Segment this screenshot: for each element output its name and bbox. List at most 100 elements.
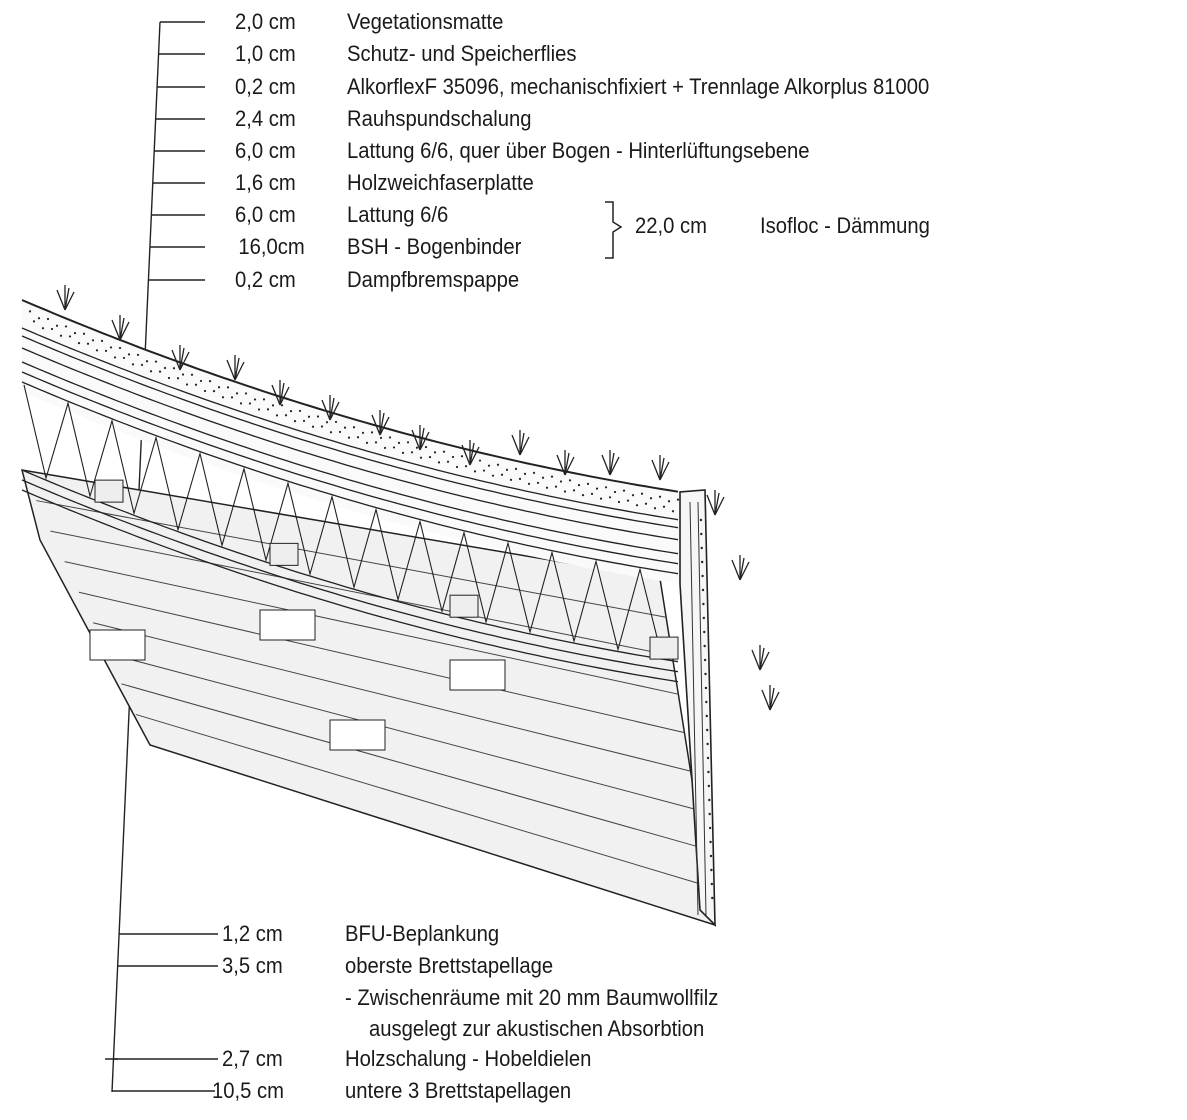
substrate-dot [158,370,162,373]
layer-thickness: 1,0 cm [235,41,296,66]
substrate-dot [568,479,572,482]
grass-tuft [461,440,480,466]
substrate-dot [104,349,108,352]
substrate-dot [32,320,36,323]
grass-tuft [321,395,340,421]
substrate-dot [289,410,293,413]
grass-tuft [731,555,750,581]
layer-material: Lattung 6/6, quer über Bogen - Hinterlüf… [347,138,810,163]
layer-material: Holzschalung - Hobeldielen [345,1046,592,1071]
substrate-dot [446,460,450,463]
batten-block [449,659,506,691]
substrate-dot [541,476,545,479]
layer-fill [22,300,680,584]
layer-thickness: 6,0 cm [235,202,296,227]
substrate-dot [577,484,581,487]
layer-line [21,327,679,521]
layer-material: BFU-Beplankung [345,921,500,946]
substrate-dot [613,490,617,494]
substrate-dot [280,404,284,407]
arch-beam-section [649,636,679,660]
substrate-dot [424,445,428,449]
layer-material: Schutz- und Speicherflies [347,41,577,66]
substrate-dot [374,441,378,444]
batten-block [329,719,386,751]
substrate-dot [397,441,401,444]
grass-tuft [226,355,245,381]
roof-edge-face [679,489,716,927]
substrate-dot [338,430,342,434]
edge-line [697,501,707,916]
layer-material: untere 3 Brettstapellagen [345,1078,572,1103]
substrate-dot [700,546,703,550]
layer-line [21,299,679,493]
substrate-dot [131,363,135,366]
substrate-dot [91,339,95,342]
batten-block [259,609,316,641]
substrate-dot [455,465,459,469]
substrate-dot [275,414,279,417]
substrate-dot [311,425,315,428]
board-line [121,683,703,849]
substrate-dot [523,472,527,475]
substrate-dot [604,486,608,489]
substrate-dot [581,494,585,497]
board-line [36,500,667,618]
substrate-dot [365,441,369,444]
substrate-dot [68,335,72,338]
layer-line [21,479,679,673]
substrate-dot [707,770,710,774]
edge-line [689,501,699,916]
substrate-dot [590,492,594,495]
substrate-dot [644,502,648,505]
substrate-dot [149,370,153,373]
grass-tuft [601,450,620,476]
board-line [92,622,691,772]
substrate-dot [307,415,311,418]
substrate-dot [95,349,99,352]
leader-lines [105,21,218,1093]
substrate-dot [154,360,158,363]
substrate-dot [428,455,432,459]
substrate-dot [383,446,387,450]
substrate-dot [708,798,711,802]
substrate-dot [505,468,509,471]
substrate-dot [226,386,230,389]
roof-layers [21,299,684,683]
substrate-dot [437,461,441,464]
substrate-dot [59,334,63,337]
substrate-dot [701,574,704,578]
layer-line [21,361,679,555]
board-line [64,561,679,695]
substrate-dot [626,499,630,502]
substrate-dot [329,431,333,434]
substrate-dot [658,495,662,498]
substrate-dot [705,714,708,718]
substrate-dot [55,324,59,327]
substrate-dot [113,356,117,359]
substrate-dot [347,436,351,439]
substrate-dot [356,436,360,439]
layer-thickness: 2,0 cm [235,9,296,34]
substrate-dot [77,341,81,345]
substrate-dot [710,882,714,886]
substrate-dot [221,396,225,399]
substrate-dot [244,392,248,395]
substrate-dot [176,377,180,380]
board-line [107,652,697,811]
substrate-dot [388,436,392,439]
substrate-dot [586,482,590,485]
substrate-dot [172,367,176,370]
substrate-dot [410,451,414,454]
substrate-dot [554,485,558,488]
substrate-dot [451,455,455,459]
substrate-dot [217,386,221,389]
substrate-dot [262,398,266,401]
substrate-dot [392,446,396,449]
layer-thickness: 0,2 cm [235,74,296,99]
substrate-dot [635,504,639,507]
substrate-dot [509,478,513,481]
layer-thickness: 10,5 cm [212,1078,285,1103]
grass-tuft [171,345,190,371]
substrate-dot [127,353,131,356]
